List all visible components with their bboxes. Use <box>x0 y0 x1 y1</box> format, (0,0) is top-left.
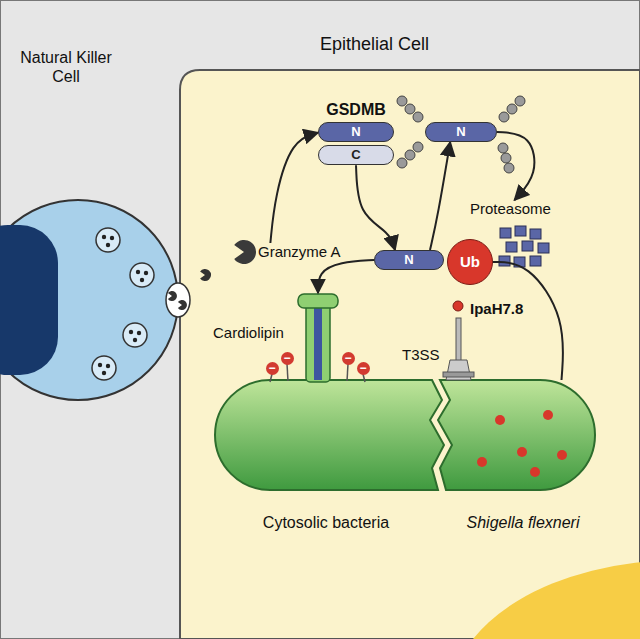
pathway-arrow <box>493 262 563 380</box>
granzyme: Granzyme A <box>258 243 341 261</box>
epithelial-cell <box>180 70 640 639</box>
ubiquitin: Ub <box>447 239 493 285</box>
n-fragment: N <box>374 250 444 270</box>
bacteria <box>215 380 595 490</box>
charge-sign: − <box>342 352 355 365</box>
cell-heading: Epithelial Cell <box>320 34 429 56</box>
protein-name: Granzyme A <box>258 243 341 261</box>
nk-cell <box>0 200 211 400</box>
protein-name: GSDMB <box>318 100 394 119</box>
effector-label: IpaH7.8 <box>470 300 523 318</box>
proteasome-fragments <box>499 226 549 267</box>
gsdmb-pore <box>270 294 365 382</box>
charge-sign: − <box>266 362 279 375</box>
domain-label: N <box>374 250 444 270</box>
t3ss-injectisome <box>443 301 474 380</box>
pathway-arrow <box>497 132 534 200</box>
ubiquitin-label: Ub <box>447 239 493 285</box>
ubiquitin-chains <box>397 96 525 173</box>
domain-label: N <box>318 122 394 142</box>
pathway-arrow <box>270 133 318 243</box>
gsdmb-protein: GSDMB NC <box>318 100 394 165</box>
cell-heading: Natural Killer Cell <box>10 48 122 86</box>
proteasome: Proteasome <box>470 200 551 218</box>
bacterium-label: Cytosolic bacteria <box>212 513 440 532</box>
pathway-arrow <box>430 142 450 250</box>
pathway-arrow <box>356 165 395 250</box>
nucleus <box>450 560 640 639</box>
charge-sign: − <box>281 352 294 365</box>
structure-label: T3SS <box>402 346 440 364</box>
granzyme-symbol <box>234 240 256 264</box>
process-label: Proteasome <box>470 200 551 218</box>
bacterium-label: Shigella flexneri <box>446 513 600 532</box>
lipid-label: Cardiolipin <box>213 324 284 342</box>
ubiquitinated-fragment: N <box>425 122 497 142</box>
pathway-arrow <box>318 260 374 293</box>
bacterium: Shigella flexneri <box>446 380 600 540</box>
domain-label: N <box>425 122 497 142</box>
nk-cell: Natural Killer Cell <box>0 200 178 400</box>
charge-sign: − <box>357 362 370 375</box>
domain-label: C <box>318 145 394 165</box>
